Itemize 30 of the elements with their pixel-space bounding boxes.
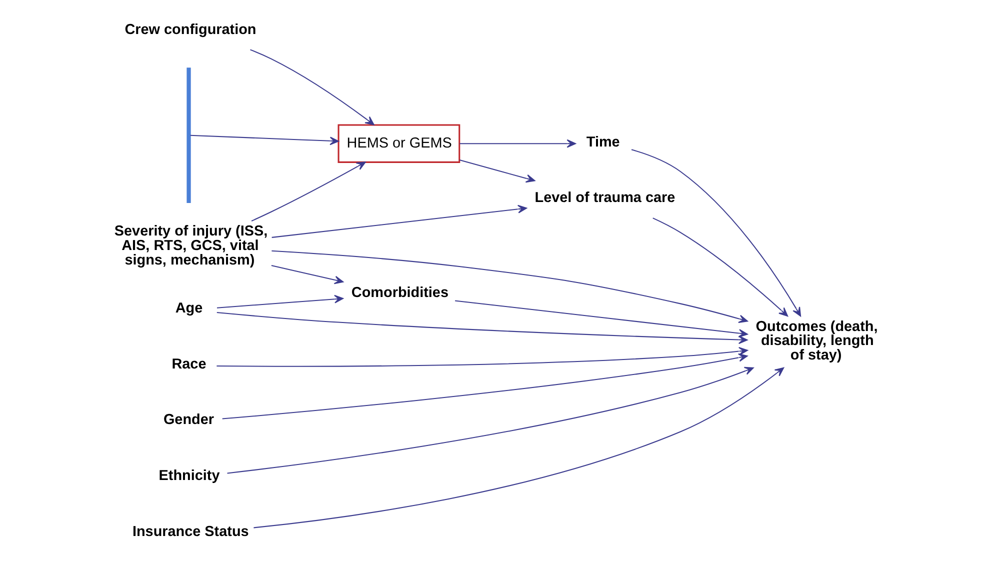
node-text: Severity of injury (ISS, AIS, RTS, GCS, vital signs, mechanism) bbox=[114, 224, 268, 269]
arrow bbox=[459, 139, 576, 148]
arrow bbox=[216, 312, 748, 344]
node-text: Time bbox=[586, 134, 620, 150]
arrow bbox=[271, 204, 526, 238]
node-text: Ethnicity bbox=[158, 468, 220, 484]
node-text: Insurance Status bbox=[132, 524, 248, 540]
arrow bbox=[250, 162, 366, 222]
node-text: Outcomes (death, disability, length of stay) bbox=[755, 318, 878, 364]
arrow bbox=[222, 353, 748, 420]
arrow bbox=[454, 300, 748, 338]
arrow bbox=[652, 218, 788, 317]
node-text: Crew configuration bbox=[124, 22, 256, 38]
arrow bbox=[270, 265, 344, 284]
arrow bbox=[271, 250, 748, 324]
node-text: Level of trauma care bbox=[534, 190, 675, 206]
node-text: Gender bbox=[162, 412, 214, 428]
arrow bbox=[226, 366, 754, 474]
arrow bbox=[216, 347, 748, 367]
node-bar bbox=[186, 68, 190, 203]
node-text: Comorbidities bbox=[350, 285, 448, 302]
node-text: Race bbox=[171, 356, 206, 372]
arrow bbox=[458, 160, 535, 183]
arrow bbox=[216, 294, 343, 308]
arrow bbox=[253, 367, 784, 528]
node-box: HEMS or GEMS bbox=[337, 124, 460, 163]
arrow bbox=[250, 49, 374, 126]
node-text: Age bbox=[174, 300, 202, 317]
arrow bbox=[630, 149, 801, 316]
arrow bbox=[190, 134, 338, 146]
